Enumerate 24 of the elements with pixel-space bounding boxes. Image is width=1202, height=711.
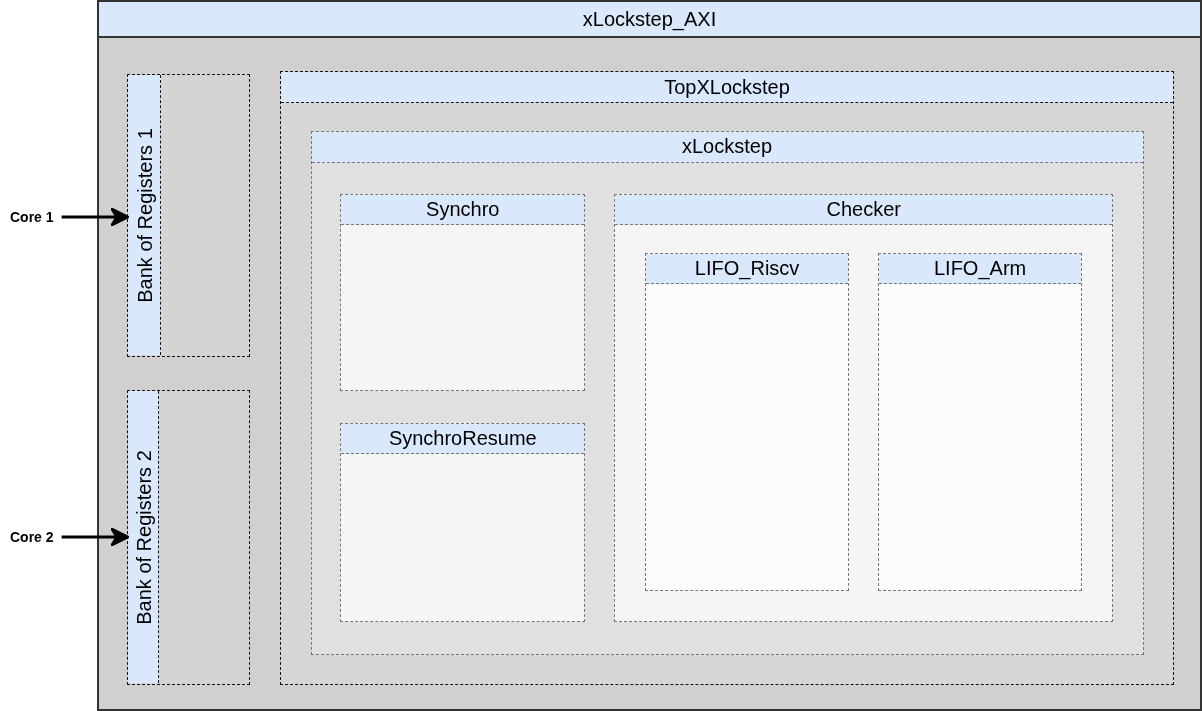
module-box xyxy=(645,253,850,592)
module-name: Bank of Registers 2 xyxy=(131,448,156,627)
module-header: xLockstep_AXI xyxy=(99,2,1200,38)
module-header: SynchroResume xyxy=(341,424,585,455)
module-box xyxy=(127,74,250,357)
module-header: xLockstep xyxy=(311,131,1143,163)
arrow xyxy=(61,527,130,547)
module-box xyxy=(280,71,1174,685)
module-box xyxy=(614,194,1114,623)
module-header: LIFO_Arm xyxy=(879,254,1082,285)
module-header: Synchro xyxy=(341,195,585,226)
module-box xyxy=(340,423,586,623)
module-box xyxy=(127,390,250,685)
module-box xyxy=(310,130,1144,655)
module-header: Checker xyxy=(615,195,1113,226)
module-box xyxy=(878,253,1083,592)
signal-label: Core 1 xyxy=(10,207,54,227)
module-header: LIFO_Riscv xyxy=(646,254,849,285)
module-box xyxy=(97,0,1202,711)
module-name: Bank of Registers 1 xyxy=(132,126,157,305)
module-header: TopXLockstep xyxy=(281,72,1173,103)
signal-label: Core 2 xyxy=(10,527,54,547)
module-box xyxy=(340,194,586,392)
arrow xyxy=(61,207,130,227)
